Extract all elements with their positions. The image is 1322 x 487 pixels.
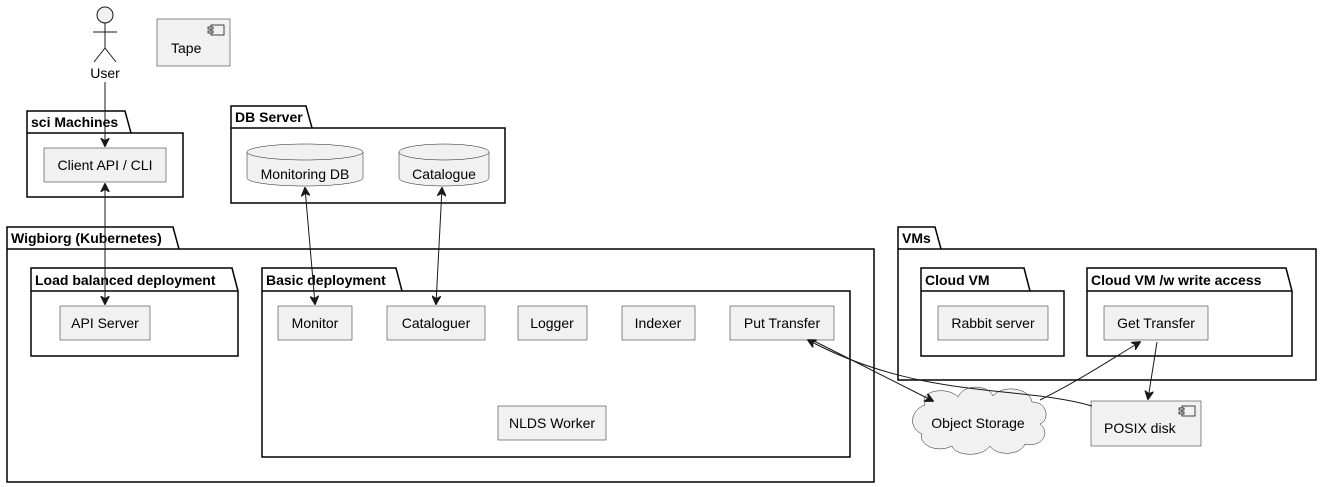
edge-catalogue-cataloguer (436, 188, 442, 304)
database-monitoring-db: Monitoring DB (246, 143, 364, 187)
package-cloud-vm-write-title: Cloud VM /w write access (1091, 272, 1262, 288)
node-client-api: Client API / CLI (43, 147, 167, 183)
put-transfer-label: Put Transfer (744, 315, 821, 331)
nlds-worker-label: NLDS Worker (509, 415, 595, 431)
node-rabbit-server: Rabbit server (937, 305, 1049, 341)
node-nlds-worker: NLDS Worker (497, 405, 607, 441)
component-icon (207, 24, 225, 36)
node-logger: Logger (517, 305, 588, 341)
indexer-label: Indexer (635, 315, 682, 331)
api-server-label: API Server (71, 315, 139, 331)
node-monitor: Monitor (277, 305, 353, 341)
node-api-server: API Server (59, 305, 151, 341)
package-sci-machines-title: sci Machines (31, 114, 118, 130)
monitor-label: Monitor (292, 315, 339, 331)
person-icon (93, 6, 117, 63)
component-tape: Tape (156, 18, 231, 67)
edge-posix-to-put-transfer (808, 340, 1093, 407)
posix-disk-label: POSIX disk (1104, 420, 1177, 436)
monitoring-db-label: Monitoring DB (261, 166, 350, 182)
cloud-object-storage: Object Storage (912, 386, 1047, 455)
actor-user-label: User (90, 65, 120, 81)
node-indexer: Indexer (621, 305, 696, 341)
node-put-transfer: Put Transfer (729, 305, 835, 341)
actor-user: User (90, 6, 120, 81)
package-load-balanced-title: Load balanced deployment (35, 272, 216, 288)
edge-put-transfer-object-storage (813, 340, 933, 401)
object-storage-label: Object Storage (931, 415, 1025, 431)
edge-get-transfer-posix (1148, 341, 1158, 399)
edge-object-storage-get-transfer (1039, 342, 1140, 401)
edge-monitoringdb-monitor (305, 188, 315, 304)
logger-label: Logger (530, 315, 574, 331)
get-transfer-label: Get Transfer (1117, 315, 1195, 331)
package-vms-title: VMs (902, 230, 931, 246)
tape-label: Tape (171, 40, 202, 56)
cataloguer-label: Cataloguer (402, 315, 471, 331)
package-wigbiorg-title: Wigbiorg (Kubernetes) (11, 230, 162, 246)
client-api-label: Client API / CLI (58, 157, 153, 173)
package-db-server-title: DB Server (235, 109, 303, 125)
component-icon (1178, 405, 1196, 417)
component-posix-disk: POSIX disk (1090, 400, 1202, 447)
catalogue-label: Catalogue (412, 166, 476, 182)
rabbit-server-label: Rabbit server (951, 315, 1035, 331)
database-catalogue: Catalogue (398, 143, 490, 187)
package-basic-deployment-title: Basic deployment (266, 272, 386, 288)
node-cataloguer: Cataloguer (386, 305, 486, 341)
package-cloud-vm-title: Cloud VM (925, 272, 990, 288)
node-get-transfer: Get Transfer (1103, 305, 1209, 341)
